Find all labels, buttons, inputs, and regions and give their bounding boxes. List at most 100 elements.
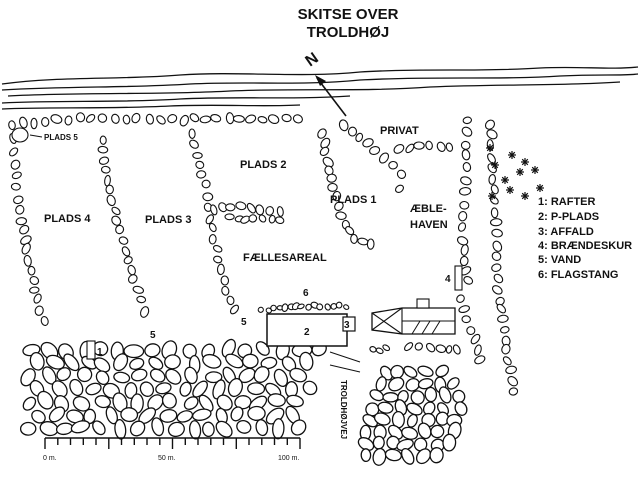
tree-stone — [276, 206, 284, 217]
tree-star — [521, 192, 529, 200]
plads5-marker — [11, 127, 29, 143]
tree-stone — [64, 115, 73, 126]
rock — [31, 409, 46, 424]
rock — [130, 368, 148, 382]
tree-stone — [235, 201, 247, 211]
tree-stone — [281, 113, 292, 123]
area-label-faelles: FÆLLESAREAL — [243, 252, 327, 264]
tree-stone — [188, 128, 196, 139]
tree-stone — [460, 244, 469, 256]
tree-stone — [208, 222, 217, 233]
tree-stone — [111, 215, 122, 226]
firewood-shed — [454, 265, 463, 291]
tree-stone — [491, 285, 503, 295]
road — [329, 351, 361, 373]
tree-stone — [268, 214, 276, 224]
tree-stone — [85, 113, 96, 123]
tree-stone — [322, 156, 334, 168]
rock — [415, 448, 432, 465]
tree-stone — [270, 304, 277, 312]
tree-stone — [226, 295, 235, 306]
tree-stone — [507, 376, 519, 387]
legend-item-3: 3: AFFALD — [538, 226, 594, 238]
rock — [429, 447, 444, 464]
rock — [401, 426, 419, 440]
tree-stone — [375, 347, 384, 355]
tree-stone — [461, 126, 473, 137]
rock — [184, 366, 198, 385]
rock — [406, 402, 423, 416]
tree-stone — [345, 226, 355, 236]
rock — [93, 357, 111, 373]
rock — [202, 421, 215, 438]
rock — [372, 447, 387, 466]
rock — [37, 390, 54, 410]
rock — [114, 419, 127, 440]
rock — [454, 401, 468, 416]
tree-stone — [462, 162, 472, 172]
rock — [129, 357, 145, 370]
rock — [155, 382, 172, 395]
tree-star — [488, 192, 496, 200]
tree-stone — [445, 142, 454, 152]
legend-item-2: 2: P-PLADS — [538, 211, 599, 223]
tree-stone — [396, 169, 407, 179]
tree-stone — [167, 114, 178, 124]
tree-stone — [490, 184, 499, 195]
rock — [70, 420, 91, 434]
tree-stone — [265, 206, 275, 216]
tree-stone — [156, 115, 166, 125]
rock — [403, 365, 418, 378]
tree-stone — [122, 114, 131, 125]
tree-stone — [192, 152, 203, 159]
rock — [299, 351, 314, 371]
tree-stone — [105, 184, 114, 195]
tree-symbols — [486, 144, 544, 200]
marker-5-water-b: 5 — [241, 317, 247, 328]
tree-stone — [445, 345, 453, 354]
map-title-line1: SKITSE OVER — [298, 6, 399, 23]
rock — [247, 382, 266, 396]
rock — [357, 437, 375, 451]
tree-stone — [436, 141, 446, 152]
rock — [19, 421, 37, 436]
tree-stone — [97, 113, 108, 123]
tree-stone — [460, 176, 472, 186]
tree-stone — [474, 344, 482, 356]
tree-stone — [10, 182, 21, 191]
rock — [382, 392, 399, 403]
waste-bin — [342, 316, 356, 332]
tree-stone — [205, 214, 215, 225]
tree-stone — [378, 152, 390, 164]
tree-stone — [19, 116, 28, 129]
tree-stone — [362, 138, 374, 148]
tree-stone — [33, 293, 42, 304]
tree-stone — [212, 244, 223, 253]
rock-field — [19, 338, 468, 466]
tree-stone — [15, 204, 25, 215]
tree-stone — [490, 207, 499, 219]
legend-item-1: 1: RAFTER — [538, 196, 596, 208]
tree-stone — [332, 190, 342, 202]
tree-stone — [458, 305, 470, 314]
tree-star — [486, 144, 494, 152]
tree-stone — [246, 202, 256, 214]
tree-stone — [127, 274, 138, 284]
rock — [442, 433, 457, 452]
tree-star — [501, 176, 509, 184]
tree-stone — [463, 276, 474, 285]
rock — [377, 401, 394, 414]
tree-stone — [382, 344, 391, 352]
tree-stone — [111, 113, 120, 124]
scale-label-100: 100 m. — [278, 455, 299, 462]
rock — [405, 377, 420, 392]
tree-star — [508, 151, 516, 159]
tree-stone — [34, 305, 44, 316]
rock — [148, 356, 164, 371]
tree-stone — [196, 170, 207, 179]
rock — [272, 418, 285, 440]
rock — [390, 364, 405, 379]
tree-stone — [248, 214, 258, 223]
rock — [273, 368, 289, 388]
tree-stone — [335, 301, 343, 309]
